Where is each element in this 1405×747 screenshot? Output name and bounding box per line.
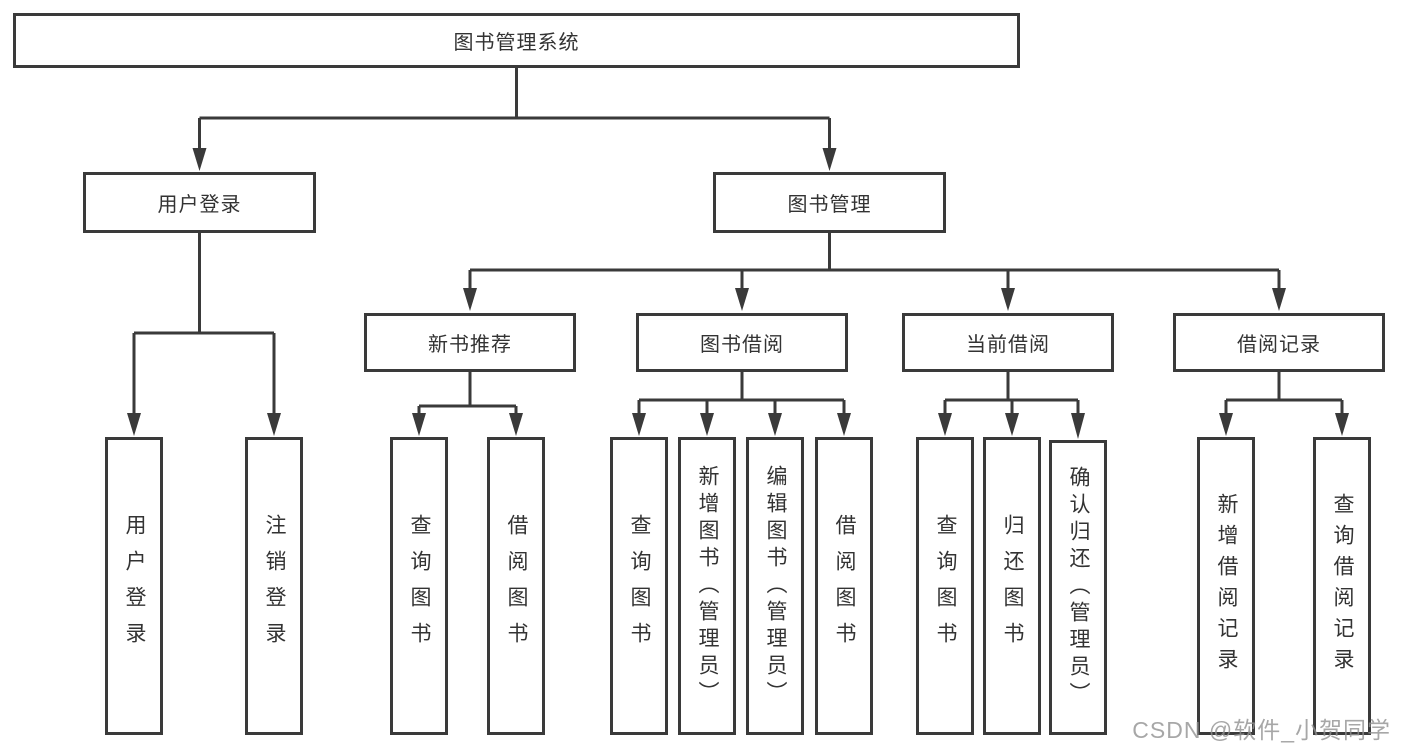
leaf-nb-borrow-books-label: 借阅图书 [505, 514, 528, 658]
arrowhead [632, 413, 646, 436]
node-new-book-recommend: 新书推荐 [364, 313, 576, 372]
node-current-borrow: 当前借阅 [902, 313, 1114, 372]
leaf-bb-edit-books-admin-label: 编辑图书（管理员） [764, 464, 787, 708]
arrowhead [1272, 288, 1286, 311]
leaf-nb-borrow-books: 借阅图书 [487, 437, 545, 735]
node-book-management-label: 图书管理 [787, 194, 872, 216]
connector-root-to-level2 [198, 68, 831, 150]
leaf-br-add-record: 新增借阅记录 [1197, 437, 1255, 735]
leaf-bb-query-books-label: 查询图书 [628, 514, 651, 658]
leaf-nb-query-books-label: 查询图书 [408, 514, 431, 658]
leaf-bb-borrow-books-label: 借阅图书 [833, 514, 856, 658]
arrowhead [412, 413, 426, 436]
arrowhead [837, 413, 851, 436]
arrowhead [700, 413, 714, 436]
arrowhead [1001, 288, 1015, 311]
connector-user-login-to-leaves [132, 233, 276, 414]
arrowhead [127, 413, 141, 436]
leaf-bb-query-books: 查询图书 [610, 437, 668, 735]
node-book-borrow: 图书借阅 [636, 313, 848, 372]
node-borrow-records-label: 借阅记录 [1237, 334, 1321, 356]
leaf-bb-edit-books-admin: 编辑图书（管理员） [746, 437, 804, 735]
node-root-label: 图书管理系统 [453, 32, 580, 54]
connector-current-borrow-to-leaves [943, 372, 1080, 414]
arrowhead [735, 288, 749, 311]
leaf-cb-confirm-return-admin-label: 确认归还（管理员） [1067, 466, 1090, 709]
watermark: CSDN @软件_小贺同学 [1132, 717, 1391, 743]
leaf-user-login-label: 用户登录 [123, 514, 146, 658]
leaf-cb-query-books-label: 查询图书 [934, 514, 957, 658]
node-borrow-records: 借阅记录 [1173, 313, 1385, 372]
connector-borrow-records-to-leaves [1224, 372, 1344, 414]
leaf-cb-return-books-label: 归还图书 [1001, 514, 1024, 658]
arrowhead [267, 413, 281, 436]
leaf-cb-return-books: 归还图书 [983, 437, 1041, 735]
node-book-borrow-label: 图书借阅 [700, 334, 784, 356]
leaf-br-add-record-label: 新增借阅记录 [1215, 493, 1238, 679]
node-current-borrow-label: 当前借阅 [966, 334, 1050, 356]
node-new-book-recommend-label: 新书推荐 [428, 334, 512, 356]
leaf-nb-query-books: 查询图书 [390, 437, 448, 735]
node-user-login: 用户登录 [83, 172, 316, 233]
arrowhead [822, 148, 837, 171]
leaf-logout: 注销登录 [245, 437, 303, 735]
leaf-bb-borrow-books: 借阅图书 [815, 437, 873, 735]
connector-new-books-to-leaves [417, 372, 518, 414]
arrowhead [192, 148, 207, 171]
arrowhead [1071, 413, 1085, 439]
leaf-cb-confirm-return-admin: 确认归还（管理员） [1049, 440, 1107, 735]
node-user-login-label: 用户登录 [157, 194, 242, 216]
leaf-cb-query-books: 查询图书 [916, 437, 974, 735]
arrowhead [768, 413, 782, 436]
leaf-logout-label: 注销登录 [263, 514, 286, 658]
connector-book-borrow-to-leaves [637, 372, 846, 414]
leaf-user-login: 用户登录 [105, 437, 163, 735]
node-book-management: 图书管理 [713, 172, 946, 233]
arrowhead [509, 413, 523, 436]
leaf-bb-add-books-admin-label: 新增图书（管理员） [696, 464, 719, 708]
leaf-br-query-record: 查询借阅记录 [1313, 437, 1371, 735]
arrowhead [938, 413, 952, 436]
leaf-br-query-record-label: 查询借阅记录 [1331, 493, 1354, 679]
arrowhead [1335, 413, 1349, 436]
arrowhead [463, 288, 477, 311]
node-root: 图书管理系统 [13, 13, 1020, 68]
leaf-bb-add-books-admin: 新增图书（管理员） [678, 437, 736, 735]
arrowhead [1005, 413, 1019, 436]
connector-book-mgmt-to-level3 [468, 233, 1281, 290]
arrowhead [1219, 413, 1233, 436]
